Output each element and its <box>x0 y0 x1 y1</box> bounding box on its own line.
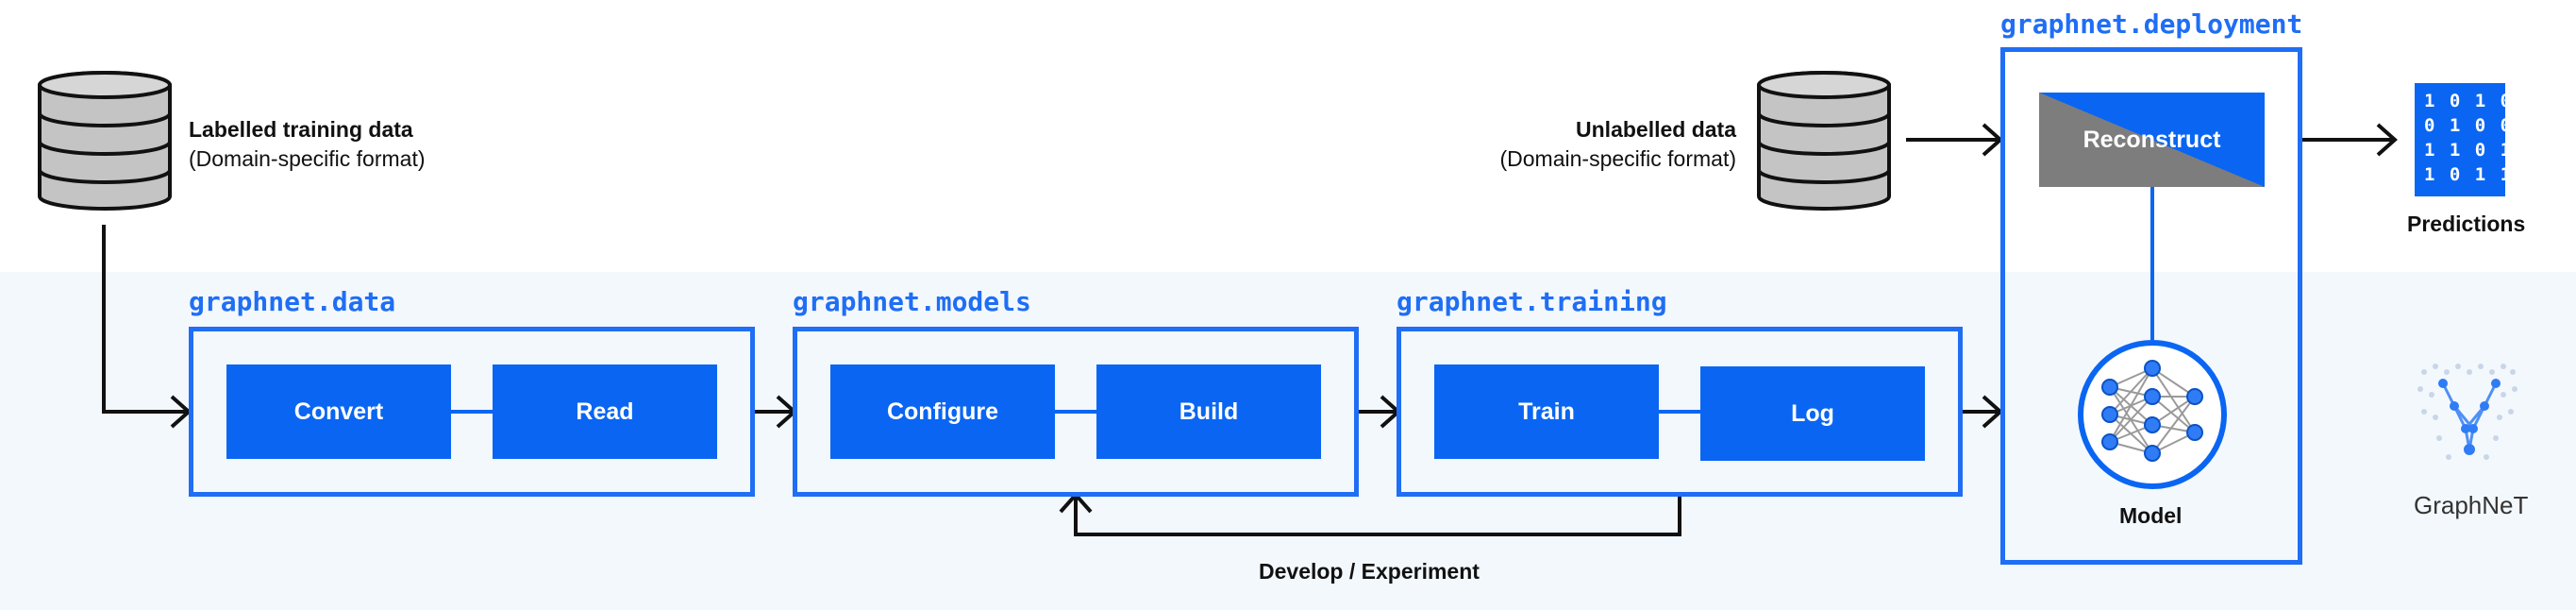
develop-experiment-label: Develop / Experiment <box>1259 559 1480 584</box>
unlabelled-data-title: Unlabelled data <box>1576 117 1736 142</box>
data-module-frame <box>189 327 755 497</box>
module-title-deployment: graphnet.deployment <box>2000 8 2303 40</box>
convert-block: Convert <box>226 364 451 459</box>
binary-output-icon: 1 0 1 0 0 1 0 0 1 1 0 1 1 0 1 1 <box>2415 83 2514 196</box>
reconstruct-block: Reconstruct <box>2039 93 2265 187</box>
deployment-module-frame <box>2000 47 2302 565</box>
labelled-data-title: Labelled training data <box>189 117 413 142</box>
module-title-data: graphnet.data <box>189 286 396 317</box>
labelled-data-arrow <box>102 225 187 414</box>
binary-row: 1 0 1 0 <box>2424 91 2514 111</box>
neural-network-icon <box>2078 340 2227 489</box>
module-title-training: graphnet.training <box>1397 286 1667 317</box>
graphnet-logo-text: GraphNeT <box>2414 491 2529 519</box>
database-icon <box>38 71 172 211</box>
module-title-models: graphnet.models <box>793 286 1031 317</box>
labelled-data-subtitle: (Domain-specific format) <box>189 146 426 171</box>
configure-block: Configure <box>830 364 1055 459</box>
training-module-frame <box>1397 327 1963 497</box>
database-icon <box>1757 71 1891 211</box>
models-module-frame <box>793 327 1359 497</box>
unlabelled-data-subtitle: (Domain-specific format) <box>1499 146 1737 171</box>
graphnet-logo-icon <box>2417 364 2517 460</box>
develop-loop-arrow <box>1074 493 1681 536</box>
train-block: Train <box>1434 364 1659 459</box>
build-block: Build <box>1096 364 1321 459</box>
binary-row: 1 1 0 1 <box>2424 140 2514 161</box>
model-label: Model <box>2119 503 2183 528</box>
binary-row: 0 1 0 0 <box>2424 115 2514 136</box>
log-block: Log <box>1700 366 1925 461</box>
binary-row: 1 0 1 1 <box>2424 164 2514 185</box>
predictions-label: Predictions <box>2407 212 2526 236</box>
read-block: Read <box>493 364 717 459</box>
